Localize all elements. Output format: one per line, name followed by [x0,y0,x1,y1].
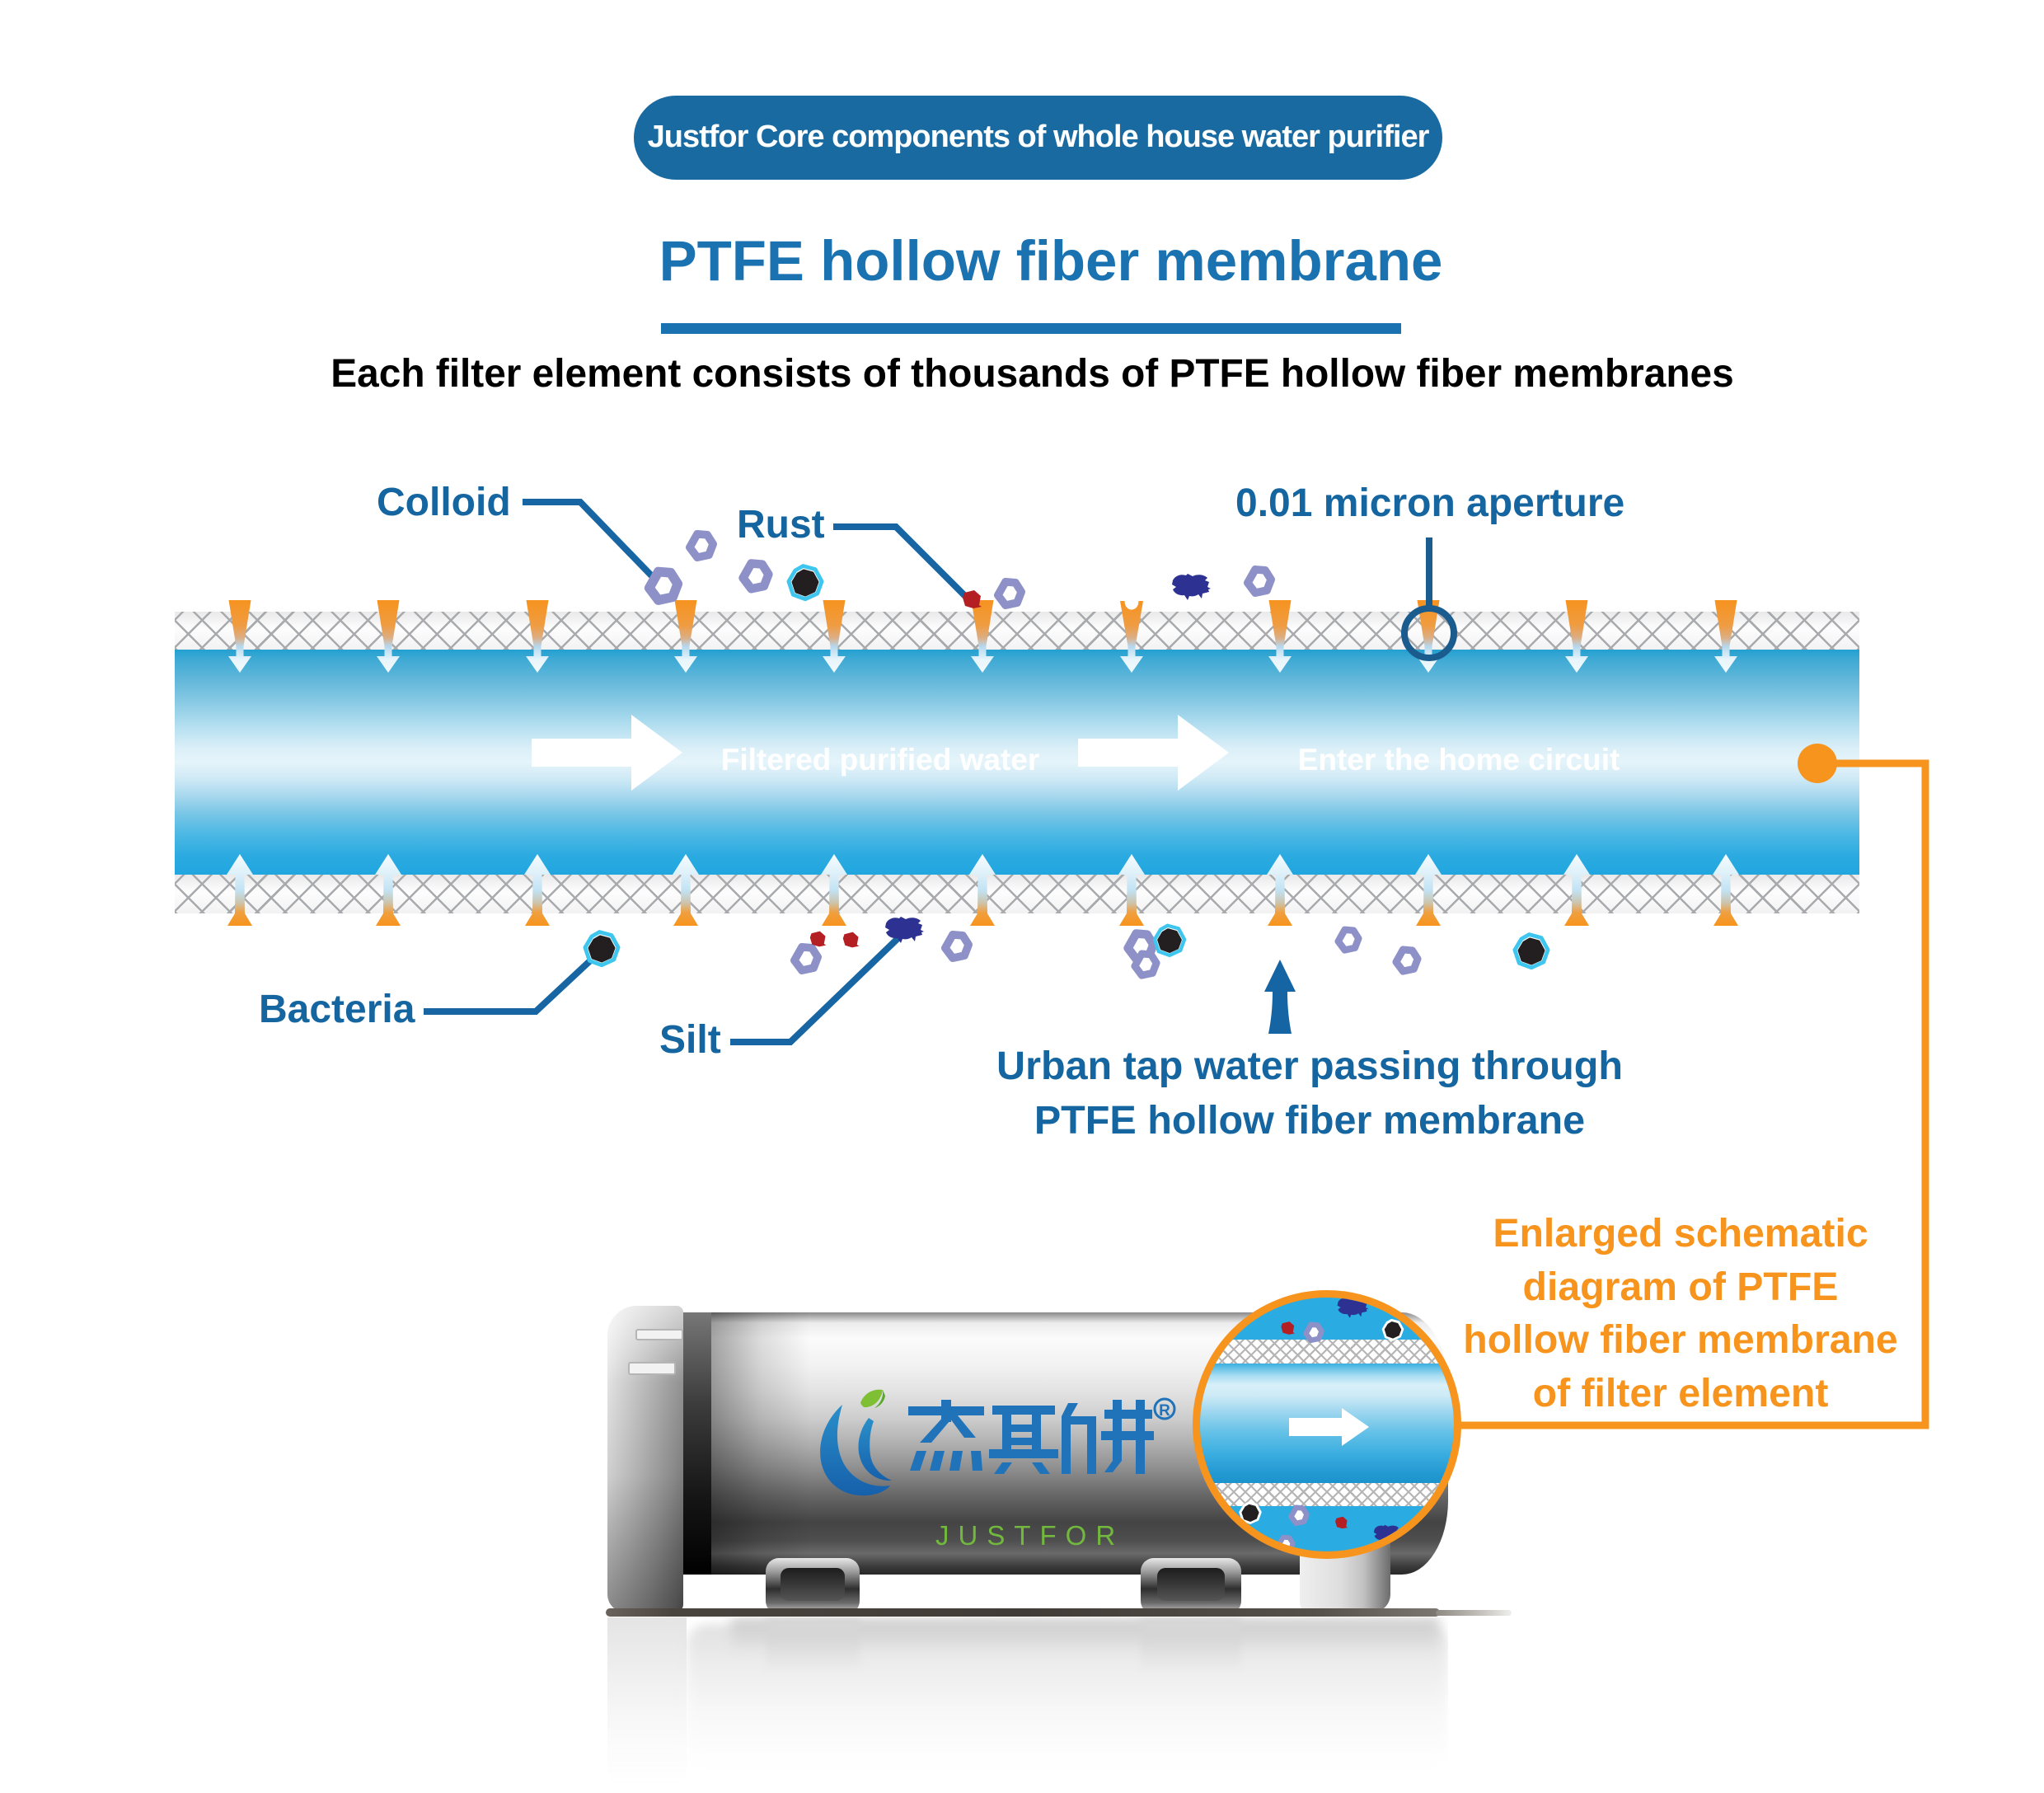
svg-text:R: R [1159,1402,1170,1420]
svg-text:JUSTFOR: JUSTFOR [935,1520,1124,1551]
